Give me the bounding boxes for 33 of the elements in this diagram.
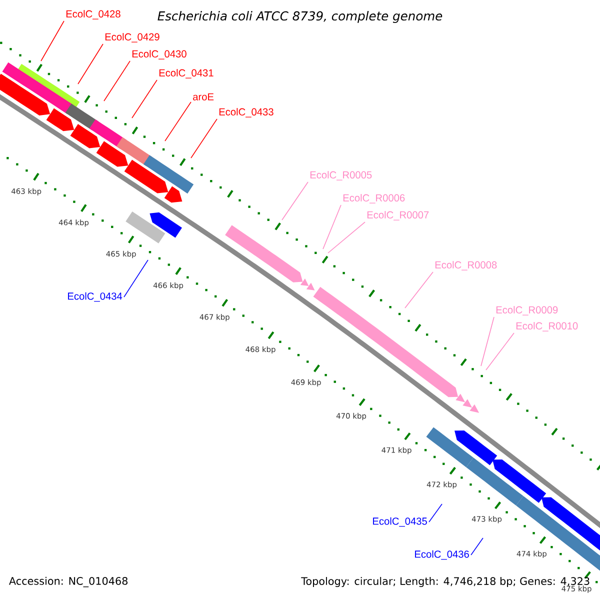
leader-line bbox=[470, 538, 484, 556]
leader-line bbox=[104, 60, 130, 102]
gene-label: EcolC_0436 bbox=[415, 550, 469, 560]
leader-line bbox=[480, 316, 494, 366]
gene-label: EcolC_0428 bbox=[66, 10, 120, 20]
leader-line bbox=[78, 44, 104, 84]
title: Escherichia coli ATCC 8739, complete genome bbox=[158, 11, 442, 23]
leader-line bbox=[322, 204, 342, 250]
leader-line bbox=[486, 332, 514, 370]
gene-label: EcolC_0435 bbox=[373, 517, 427, 527]
leader-line bbox=[164, 102, 192, 142]
gene-label: EcolC_0433 bbox=[219, 108, 274, 118]
gene-label: EcolC_R0008 bbox=[435, 261, 497, 270]
gene-label: EcolC_R0007 bbox=[367, 211, 429, 220]
gene-label: EcolC_0431 bbox=[159, 69, 214, 78]
leader-line bbox=[40, 20, 64, 62]
leader-line bbox=[404, 272, 434, 308]
genome-info-text: Topology: circular; Length: 4,746,218 bp; Genes: 4,323 bbox=[301, 576, 590, 588]
gene-label: EcolC_0434 bbox=[68, 292, 122, 302]
gene-label: EcolC_R0005 bbox=[310, 171, 372, 180]
gene-label: EcolC_R0009 bbox=[496, 306, 558, 316]
gene-label: aroE bbox=[193, 93, 214, 100]
gene-label: EcolC_0430 bbox=[132, 50, 186, 60]
leader-line bbox=[124, 260, 148, 298]
leader-line bbox=[132, 80, 158, 118]
gene-label: EcolC_R0010 bbox=[516, 322, 578, 332]
leader-line bbox=[328, 222, 366, 254]
leader-line bbox=[282, 182, 308, 220]
gene-label: EcolC_R0006 bbox=[343, 194, 405, 204]
leader-line bbox=[428, 504, 442, 522]
accession-text: Accession: NC_010468 bbox=[9, 576, 128, 588]
leader-line bbox=[190, 118, 218, 158]
gene-label: EcolC_0429 bbox=[105, 33, 160, 42]
